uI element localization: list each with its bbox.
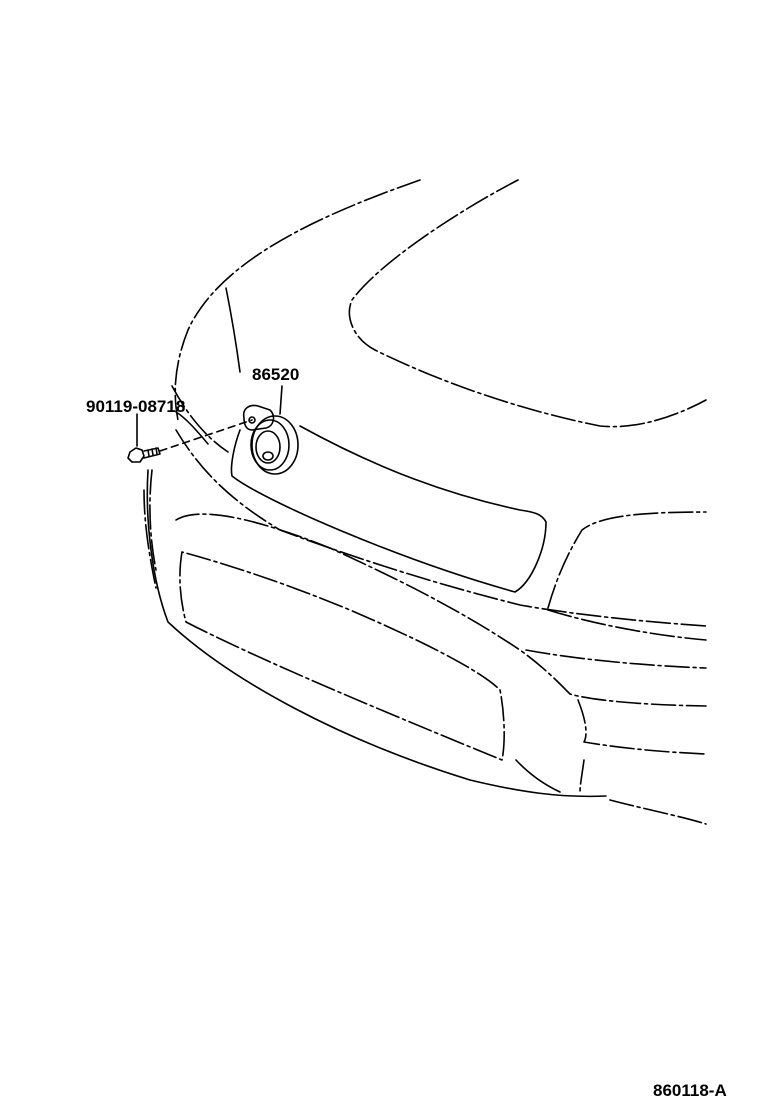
bumper-left-shadow — [143, 489, 157, 589]
vehicle-outline — [143, 179, 707, 825]
install-path — [159, 419, 253, 452]
bolt-part[interactable] — [127, 447, 161, 463]
corner-edge — [515, 759, 561, 793]
bumper-top-line — [175, 429, 707, 627]
bolt-part-number[interactable]: 90119-08718 — [86, 397, 185, 416]
horn-part[interactable] — [242, 404, 299, 475]
horn-part-number[interactable]: 86520 — [252, 365, 299, 384]
bumper-lower — [175, 513, 707, 707]
lower-intake — [179, 551, 505, 761]
side-lower-line — [579, 759, 585, 793]
horn-outer-ring — [251, 415, 299, 475]
horn-diaphragm — [255, 430, 281, 464]
hood-bulge — [348, 179, 707, 428]
bumper-left-lip — [149, 469, 157, 571]
grille-upper-line — [171, 385, 229, 453]
front-lower-step — [577, 699, 707, 755]
rocker-line — [609, 799, 707, 825]
hood-outer-edge — [174, 179, 421, 421]
horn-bracket-hole — [248, 416, 256, 424]
bolt-thread — [147, 447, 158, 457]
figure-code: 860118-A — [653, 1081, 727, 1100]
bolt-head — [127, 447, 145, 463]
bolt-leader-corner — [175, 411, 209, 445]
side-body-line-2 — [525, 649, 707, 669]
fender-crease — [225, 287, 241, 373]
horn-rim — [250, 419, 290, 471]
bumper-outer — [146, 469, 607, 798]
bolt-shank — [143, 447, 161, 459]
wheel-arch — [547, 511, 707, 609]
horn-leader-line — [279, 385, 283, 415]
grille-surround — [230, 425, 547, 593]
side-body-line-1 — [547, 609, 707, 641]
horn-center — [262, 451, 274, 461]
